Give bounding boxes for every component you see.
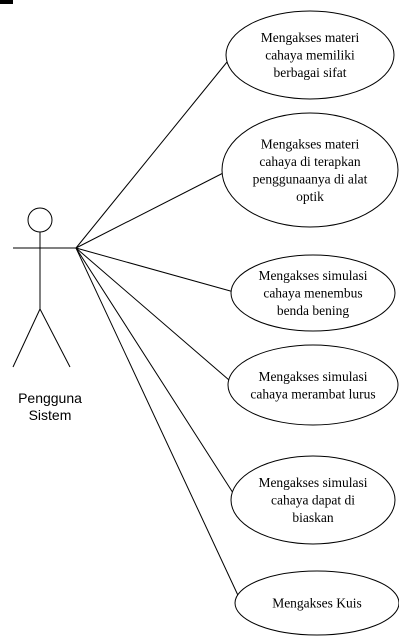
use-case-4[interactable]: Mengakses simulasi cahaya merambat lurus [227,344,399,426]
use-case-label-line: cahaya memiliki [265,48,355,63]
use-case-label-line: Mengakses simulasi [258,369,367,384]
use-case-ellipse [221,112,399,228]
actor-pengguna-sistem[interactable]: Pengguna Sistem [12,207,82,423]
use-case-label-line: cahaya di terapkan [259,154,360,169]
actor-left-leg [12,308,41,368]
actor-name-line2: Sistem [29,407,72,423]
actor-right-leg [39,308,71,368]
use-case-ellipse [225,10,395,100]
use-case-label-line: Mengakses materi [261,136,360,151]
use-case-label-line: cahaya menembus [263,286,362,301]
use-case-3[interactable]: Mengakses simulasi cahaya menembus benda b… [230,254,396,332]
association-lines [75,54,243,604]
use-case-label-line: penggunaanya di alat [253,171,368,186]
use-case-label-line: optik [296,189,324,204]
use-case-label-line: cahaya dapat di [271,493,355,508]
association-line-6 [75,247,243,604]
use-case-ellipse [234,570,399,636]
use-case-label-line: Mengakses simulasi [258,475,367,490]
association-line-5 [75,247,238,501]
use-case-label-line: Mengakses simulasi [258,268,367,283]
use-case-label-line: biaskan [292,510,333,525]
association-line-3 [75,247,238,294]
use-case-label-line: benda bening [277,303,350,318]
actor-head [27,207,53,233]
use-case-label-line: Mengakses Kuis [272,596,362,611]
use-case-ellipse [230,455,396,545]
use-case-label-line: cahaya merambat lurus [250,386,375,401]
use-case-2[interactable]: Mengakses materi cahaya di terapkan penggu… [221,112,399,228]
association-line-1 [75,54,234,249]
use-case-ellipse [230,254,396,332]
corner-mark [0,0,13,4]
actor-name-line1: Pengguna [18,390,82,406]
use-cases: Mengakses materi cahaya memiliki berbagai … [221,10,399,636]
association-line-4 [75,247,236,386]
use-case-label-line: Mengakses materi [261,30,360,45]
use-case-1[interactable]: Mengakses materi cahaya memiliki berbagai … [225,10,395,100]
association-line-2 [75,169,230,249]
use-case-ellipse [227,344,399,426]
use-case-6[interactable]: Mengakses Kuis [234,570,399,636]
use-case-5[interactable]: Mengakses simulasi cahaya dapat di biaskan [230,455,396,545]
use-case-label-line: berbagai sifat [273,65,346,80]
